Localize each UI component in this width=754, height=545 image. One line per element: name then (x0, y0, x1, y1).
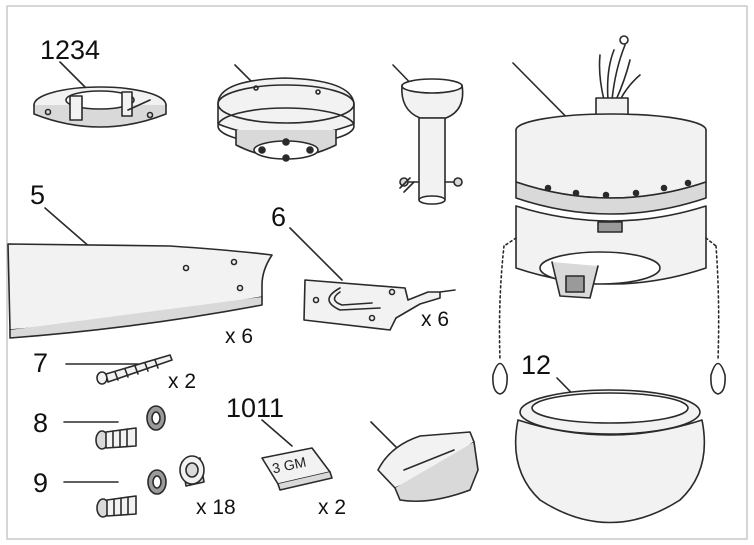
mounting-bracket (33, 61, 167, 128)
label-part-5: 5 (30, 180, 46, 210)
label-part-6: 6 (271, 202, 287, 232)
qty-screws-7: x 2 (168, 370, 197, 393)
blade-bracket (289, 227, 456, 331)
qty-balancing: x 2 (318, 496, 347, 519)
fan-blade (7, 207, 273, 339)
glass-bowl (514, 377, 706, 524)
balancing-clip (370, 421, 479, 503)
label-part-8: 8 (33, 408, 49, 438)
balancing-weight (261, 419, 333, 491)
label-part-1011: 1011 (226, 393, 285, 423)
machine-screw-washer (63, 405, 166, 450)
qty-brackets: x 6 (421, 308, 450, 331)
wood-screw (65, 354, 173, 385)
label-part-9: 9 (33, 468, 49, 498)
downrod (392, 64, 464, 205)
motor-housing (492, 35, 726, 395)
label-part-7: 7 (33, 348, 49, 378)
qty-hardware-9: x 18 (196, 496, 236, 519)
diagram-border (6, 5, 748, 540)
qty-blades: x 6 (225, 325, 254, 348)
label-part-12: 12 (521, 350, 552, 380)
machine-screw-grommet (63, 455, 205, 518)
label-part-1234: 1234 (40, 35, 101, 65)
canopy (217, 64, 355, 162)
